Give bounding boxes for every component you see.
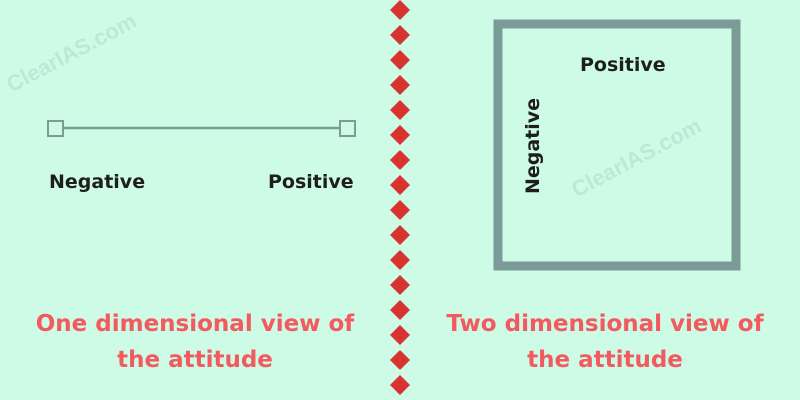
divider-diamond [390,275,410,295]
divider-diamond [390,50,410,70]
left-positive-label: Positive [268,171,354,193]
divider-diamond [390,100,410,120]
diamond-divider [390,0,410,395]
divider-diamond [390,125,410,145]
divider-diamond [390,175,410,195]
right-negative-label: Negative [522,97,544,195]
divider-diamond [390,325,410,345]
left-caption: One dimensional view of the attitude [0,306,390,378]
divider-diamond [390,25,410,45]
left-caption-line1: One dimensional view of [35,311,355,337]
positive-endpoint [339,120,356,137]
left-negative-label: Negative [49,171,146,193]
right-caption-line2: the attitude [527,347,683,373]
negative-endpoint [47,120,64,137]
divider-diamond [390,200,410,220]
divider-diamond [390,150,410,170]
divider-diamond [390,300,410,320]
left-caption-line2: the attitude [117,347,273,373]
two-dimension-square [493,19,741,271]
divider-diamond [390,350,410,370]
divider-diamond [390,250,410,270]
divider-diamond [390,75,410,95]
divider-diamond [390,375,410,395]
divider-diamond [390,225,410,245]
right-caption-line1: Two dimensional view of [446,311,764,337]
right-caption: Two dimensional view of the attitude [410,306,800,378]
divider-diamond [390,0,410,20]
right-positive-label: Positive [580,54,666,76]
